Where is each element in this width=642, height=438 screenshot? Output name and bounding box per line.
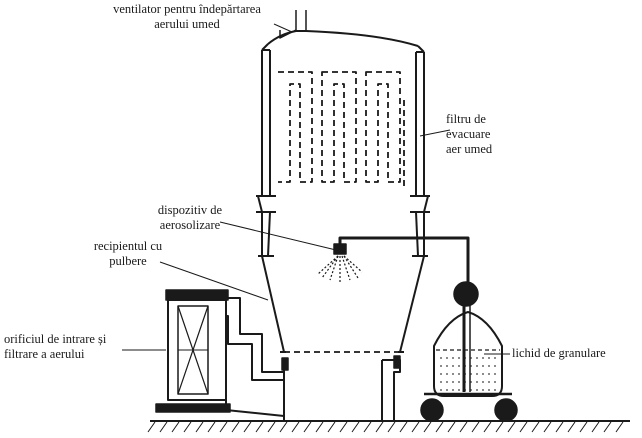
air-inlet-duct [156,297,285,417]
granulation-liquid-tank [420,281,518,422]
exhaust-filter-bags [278,71,405,186]
spray-nozzle [317,236,470,290]
container-label: recipientul cu pulbere [93,239,163,268]
atomizer-label: dispozitiv de aerosolizare [157,203,223,232]
powder-container-base [281,351,401,420]
fan-label: ventilator pentru îndepărtarea aerului u… [113,2,261,31]
inlet-label: orificiul de intrare și filtrare a aerul… [4,332,107,361]
granulator-vessel [256,30,430,353]
floor [147,420,630,433]
leader-lines [122,23,510,355]
liquid-label: lichid de granulare [512,346,606,360]
filter-label: filtru de evacuare aer umed [446,112,493,156]
air-inlet-filter-housing [155,289,231,413]
